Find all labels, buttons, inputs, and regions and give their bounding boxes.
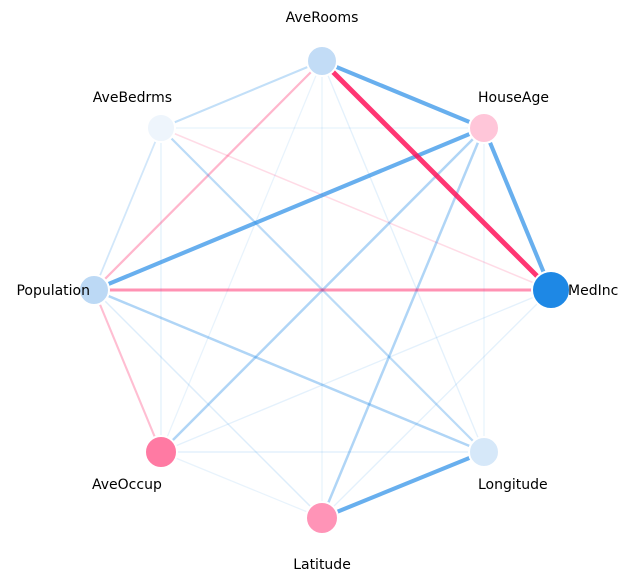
node-label-longitude: Longitude bbox=[478, 477, 548, 493]
edge-avebedrms-longitude bbox=[160, 127, 485, 453]
node-label-population: Population bbox=[16, 283, 90, 299]
node-label-aveoccup: AveOccup bbox=[92, 477, 162, 493]
nodes-layer bbox=[78, 45, 571, 535]
edge-averooms-longitude bbox=[321, 60, 485, 453]
node-longitude bbox=[468, 436, 500, 468]
node-label-latitude: Latitude bbox=[293, 557, 351, 573]
edge-avebedrms-population bbox=[93, 127, 162, 291]
node-medinc bbox=[531, 270, 571, 310]
edge-aveoccup-latitude bbox=[160, 451, 323, 519]
edge-averooms-houseage bbox=[321, 59, 485, 130]
node-label-houseage: HouseAge bbox=[478, 90, 549, 106]
edge-averooms-aveoccup bbox=[160, 60, 323, 453]
edge-houseage-medinc bbox=[482, 127, 553, 291]
node-avebedrms bbox=[146, 113, 176, 143]
edge-averooms-avebedrms bbox=[160, 60, 323, 129]
node-label-avebedrms: AveBedrms bbox=[93, 90, 172, 106]
edge-population-latitude bbox=[93, 289, 323, 519]
node-houseage bbox=[468, 112, 500, 144]
edge-aveoccup-medinc bbox=[160, 289, 552, 453]
edge-latitude-medinc bbox=[321, 289, 552, 519]
edge-averooms-medinc bbox=[320, 59, 553, 292]
edge-latitude-longitude bbox=[321, 450, 485, 520]
node-aveoccup bbox=[144, 435, 178, 469]
node-population bbox=[78, 274, 110, 306]
edge-houseage-aveoccup bbox=[160, 127, 485, 453]
node-averooms bbox=[306, 45, 338, 77]
node-label-medinc: MedInc bbox=[568, 283, 618, 299]
edge-population-aveoccup bbox=[93, 289, 162, 453]
node-latitude bbox=[305, 501, 339, 535]
edge-avebedrms-medinc bbox=[160, 127, 552, 291]
edge-population-longitude bbox=[93, 288, 485, 454]
edge-averooms-population bbox=[93, 60, 323, 291]
labels-layer: MedInc HouseAge AveRoomsAveBedrmsPopulatio… bbox=[16, 10, 618, 573]
node-label-averooms: AveRooms bbox=[286, 10, 359, 26]
edges-layer bbox=[93, 59, 553, 520]
